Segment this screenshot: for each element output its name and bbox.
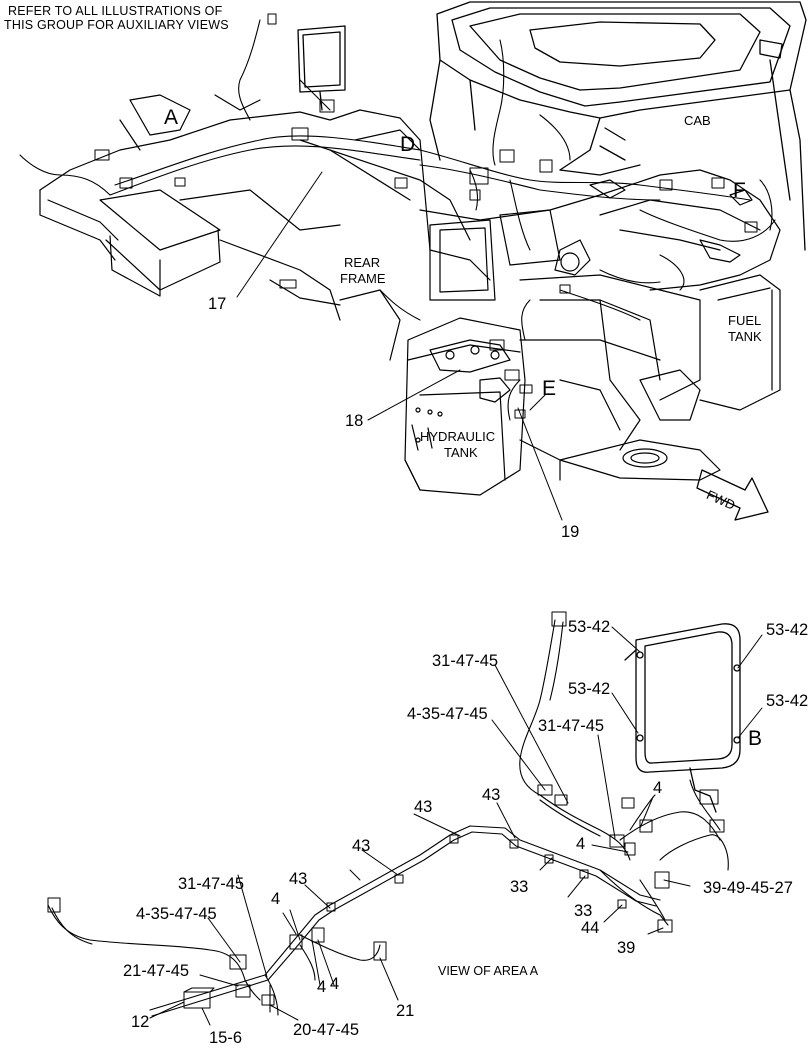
upper-monitor-panel bbox=[297, 25, 346, 111]
callout-43-c: 43 bbox=[352, 837, 371, 855]
callout-19: 19 bbox=[561, 523, 580, 541]
callout-43-a: 43 bbox=[414, 798, 433, 816]
callout-39-49-45-27: 39-49-45-27 bbox=[703, 879, 793, 897]
center-section-outline bbox=[429, 209, 721, 481]
callout-4-b: 4 bbox=[576, 835, 586, 853]
callout-39: 39 bbox=[617, 939, 636, 957]
rear-frame-label-line-2: FRAME bbox=[340, 271, 386, 286]
area-letter-b: B bbox=[748, 727, 763, 750]
rear-frame-label-line-1: REAR bbox=[344, 255, 381, 270]
callout-15-6: 15-6 bbox=[209, 1029, 243, 1047]
callout-53-42-right: 53-42 bbox=[766, 692, 809, 710]
area-letter-d: D bbox=[400, 133, 416, 156]
callout-43-d: 43 bbox=[289, 870, 308, 888]
callout-4-35-47-45-top: 4-35-47-45 bbox=[407, 705, 488, 723]
upper-leader-lines bbox=[236, 171, 563, 521]
callout-4-e: 4 bbox=[330, 975, 340, 993]
callout-31-47-45-top: 31-47-45 bbox=[432, 652, 499, 670]
upper-harness-wires bbox=[19, 19, 776, 421]
view-caption: VIEW OF AREA A bbox=[438, 964, 539, 978]
fuel-tank-label-line-2: TANK bbox=[728, 329, 762, 344]
callout-4-a: 4 bbox=[653, 779, 663, 797]
lower-harness-wires bbox=[47, 619, 729, 1017]
lower-leader-lines bbox=[149, 626, 763, 1026]
callout-31-47-45-mid: 31-47-45 bbox=[538, 717, 605, 735]
callout-4-35-47-45-left: 4-35-47-45 bbox=[136, 905, 217, 923]
callout-20-47-45: 20-47-45 bbox=[293, 1021, 360, 1039]
callout-33-b: 33 bbox=[574, 902, 593, 920]
cab-outline bbox=[429, 1, 807, 251]
callout-33-a: 33 bbox=[510, 878, 529, 896]
fuel-tank-label-line-1: FUEL bbox=[728, 313, 762, 328]
hydraulic-tank-outline bbox=[404, 317, 526, 496]
area-letter-e: E bbox=[542, 377, 557, 400]
callout-53-42-top: 53-42 bbox=[568, 618, 611, 636]
header-note-line-1: REFER TO ALL ILLUSTRATIONS OF bbox=[8, 4, 223, 18]
fuel-tank-outline bbox=[699, 274, 781, 411]
header-note-line-2: THIS GROUP FOR AUXILIARY VIEWS bbox=[4, 18, 229, 32]
lower-connectors-and-clips bbox=[47, 611, 725, 1009]
callout-17: 17 bbox=[208, 295, 227, 313]
callout-12: 12 bbox=[131, 1013, 150, 1031]
area-letter-f: F bbox=[733, 179, 746, 202]
callout-18: 18 bbox=[345, 412, 364, 430]
cab-label: CAB bbox=[684, 113, 711, 128]
callout-44: 44 bbox=[581, 919, 600, 937]
callout-31-47-45-left: 31-47-45 bbox=[178, 875, 245, 893]
area-letter-a: A bbox=[164, 106, 179, 129]
callout-43-b: 43 bbox=[482, 786, 501, 804]
callout-4-c: 4 bbox=[271, 890, 281, 908]
lower-monitor-panel bbox=[624, 623, 741, 813]
callout-53-42-top-right: 53-42 bbox=[766, 621, 809, 639]
hydraulic-tank-label-line-1: HYDRAULIC bbox=[420, 429, 496, 444]
callout-21: 21 bbox=[396, 1002, 415, 1020]
fwd-arrow bbox=[696, 469, 769, 521]
callout-53-42-mid: 53-42 bbox=[568, 680, 611, 698]
callout-21-47-45: 21-47-45 bbox=[123, 962, 190, 980]
callout-4-d: 4 bbox=[317, 978, 327, 996]
hydraulic-tank-label-line-2: TANK bbox=[444, 445, 478, 460]
upper-connectors bbox=[94, 13, 758, 419]
